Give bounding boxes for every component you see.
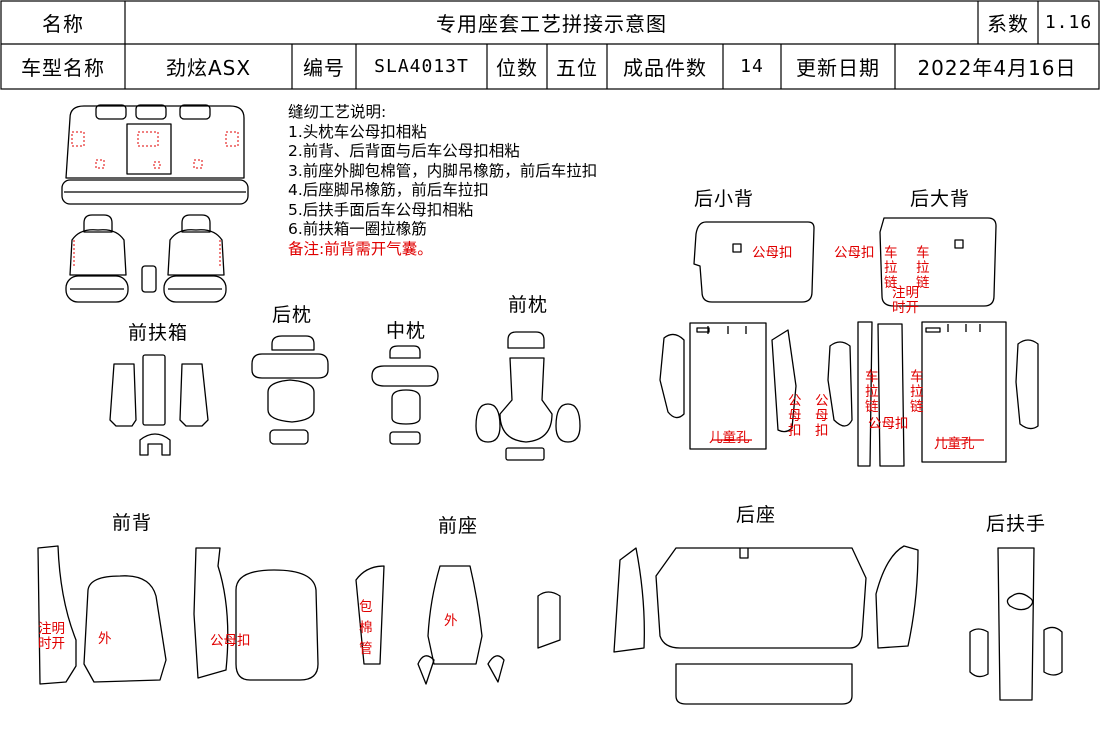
mid-headrest-pieces — [371, 345, 439, 445]
date-label: 更新日期 — [796, 56, 880, 80]
annot-male-female-buckle: 公母扣 — [210, 633, 251, 649]
label-rear-big-back: 后大背 — [910, 188, 971, 210]
note-item: 6.前扶箱一圈拉橡筋 — [288, 220, 427, 238]
annot-note-open: 注明时开 — [38, 621, 65, 652]
process-notes: 缝纫工艺说明: 1.头枕车公母扣相粘 2.前背、后背面与后车公母扣相粘 3.前座… — [288, 103, 597, 259]
note-item: 4.后座脚吊橡筋，前后车拉扣 — [288, 181, 489, 199]
overview-front-seats — [65, 214, 227, 303]
front-headrest-pieces — [475, 331, 581, 461]
annot-outside: 外 — [444, 613, 458, 629]
front-seat-pieces — [355, 565, 561, 685]
pieces-value: 14 — [740, 56, 764, 77]
annot-pull-zipper: 车拉链 — [910, 369, 924, 415]
note-item: 3.前座外脚包棉管，内脚吊橡筋，前后车拉扣 — [288, 161, 598, 180]
label-front-back: 前背 — [112, 512, 153, 534]
annot-male-female-buckle: 公母扣 — [834, 245, 875, 261]
header-grid — [0, 0, 1100, 90]
rear-small-back-pieces — [659, 221, 815, 450]
annot-child-hole: 儿童孔 — [709, 430, 750, 446]
rear-seat-pieces — [613, 545, 919, 705]
note-item: 5.后扶手面后车公母扣相粘 — [288, 200, 474, 219]
rear-armrest-pieces — [969, 547, 1063, 701]
annot-pull-zipper: 车拉链 — [865, 369, 879, 415]
note-item: 1.头枕车公母扣相粘 — [288, 122, 427, 141]
annot-male-female-buckle: 公母扣 — [868, 416, 909, 432]
annot-wrap-cotton: 包棉管 — [359, 599, 373, 657]
annot-child-hole: 儿童孔 — [934, 436, 975, 452]
front-back-pieces — [37, 545, 319, 685]
annot-pull-zipper: 车拉链 — [916, 245, 930, 291]
overview-rear-seat — [61, 104, 249, 205]
annot-gmk-vertical: 公母扣 — [815, 393, 829, 439]
seats-value: 五位 — [556, 56, 598, 80]
annot-male-female-buckle: 公母扣 — [752, 245, 793, 261]
header-table: 名称 专用座套工艺拼接示意图 系数 1.16 车型名称 劲炫ASX 编号 SLA… — [0, 0, 1100, 90]
label-front-armbox: 前扶箱 — [128, 322, 189, 344]
annot-note-open: 注明时开 — [892, 285, 919, 316]
rear-headrest-pieces — [251, 335, 329, 445]
sheet-title: 专用座套工艺拼接示意图 — [436, 12, 667, 36]
coef-label: 系数 — [987, 12, 1029, 36]
seats-label: 位数 — [496, 56, 538, 80]
label-rear-armrest: 后扶手 — [986, 513, 1047, 535]
model-label: 车型名称 — [21, 56, 105, 80]
date-value: 2022年4月16日 — [917, 56, 1077, 80]
note-item: 2.前背、后背面与后车公母扣相粘 — [288, 142, 520, 160]
label-front-headrest: 前枕 — [508, 294, 549, 316]
pieces-label: 成品件数 — [623, 56, 707, 80]
annot-pull-zipper: 车拉链 — [884, 245, 898, 291]
notes-remark: 备注:前背需开气囊。 — [288, 239, 433, 258]
label-mid-headrest: 中枕 — [386, 320, 427, 342]
model-value: 劲炫ASX — [165, 56, 252, 80]
label-rear-small-back: 后小背 — [694, 188, 755, 210]
front-armbox-pieces — [109, 354, 209, 456]
code-value: SLA4013T — [374, 56, 469, 77]
label-rear-seat: 后座 — [736, 504, 777, 526]
rear-big-back-pieces — [827, 217, 1039, 467]
annot-outside: 外 — [98, 631, 112, 647]
name-label: 名称 — [42, 12, 84, 36]
label-rear-headrest: 后枕 — [272, 304, 313, 326]
label-front-seat: 前座 — [438, 515, 479, 537]
code-label: 编号 — [303, 56, 345, 80]
annot-gmk-vertical: 公母扣 — [788, 393, 802, 439]
coef-value: 1.16 — [1044, 12, 1093, 33]
notes-title: 缝纫工艺说明: — [288, 103, 387, 121]
